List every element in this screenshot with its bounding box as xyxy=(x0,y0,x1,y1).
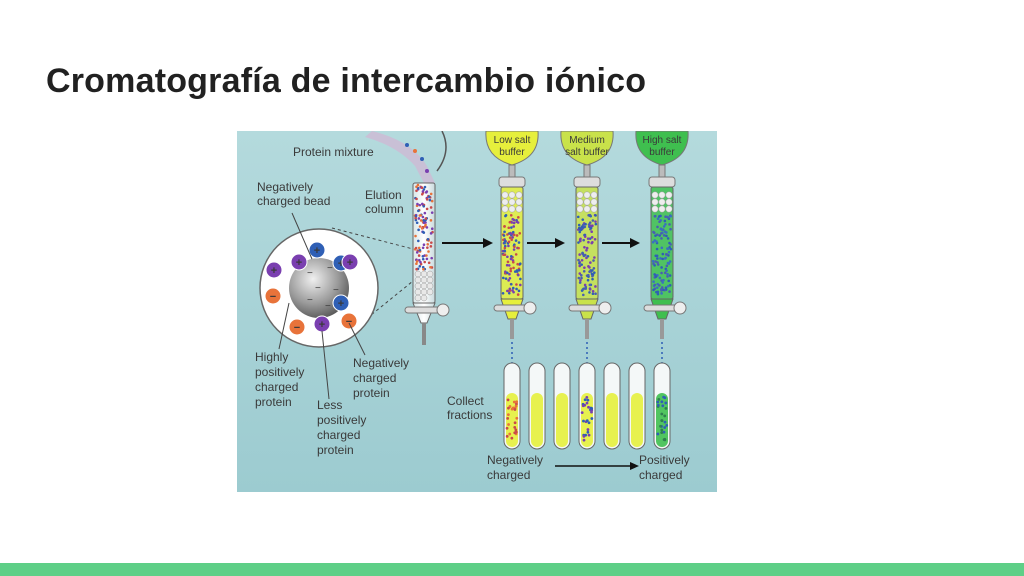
label-positively-charged: Positively charged xyxy=(639,453,693,482)
elution-column xyxy=(404,182,450,345)
protein-mixture-pour xyxy=(365,131,447,185)
svg-text:+: + xyxy=(347,257,353,269)
protein-molecule: + xyxy=(332,294,350,312)
protein-molecule: + xyxy=(313,315,331,333)
protein-molecule: + xyxy=(308,241,326,259)
process-arrows xyxy=(442,238,640,248)
slide-title: Cromatografía de intercambio iónico xyxy=(46,62,647,100)
svg-text:+: + xyxy=(296,257,302,269)
fraction-tube xyxy=(628,362,646,450)
ion-exchange-diagram: Protein mixture Elution column −−−−−− ++… xyxy=(237,131,717,492)
label-negatively-charged-bead: Negatively charged bead xyxy=(257,180,330,208)
bead-minus-sign: − xyxy=(325,301,331,312)
svg-text:−: − xyxy=(346,316,352,328)
label-collect-fractions: Collect fractions xyxy=(447,394,492,422)
bead-magnified-view: −−−−−− +++++−+−−+ xyxy=(259,227,414,348)
svg-text:−: − xyxy=(294,322,300,334)
svg-text:+: + xyxy=(338,298,344,310)
protein-molecule: − xyxy=(340,312,358,330)
bead-minus-sign: − xyxy=(307,295,313,306)
svg-text:−: − xyxy=(270,291,276,303)
fraction-tube xyxy=(553,362,571,450)
svg-text:+: + xyxy=(319,319,325,331)
protein-molecule: + xyxy=(290,253,308,271)
bead-minus-sign: − xyxy=(327,263,333,274)
bead-minus-sign: − xyxy=(315,283,321,294)
fraction-tube xyxy=(528,362,546,450)
label-elution-column: Elution column xyxy=(365,188,405,216)
fraction-tube xyxy=(578,362,596,450)
protein-molecule: + xyxy=(265,261,283,279)
fraction-tube xyxy=(653,362,671,450)
label-negatively-charged-protein: Negatively charged protein xyxy=(353,356,412,400)
svg-text:+: + xyxy=(338,258,344,270)
bead-minus-sign: − xyxy=(307,268,313,279)
protein-molecule: − xyxy=(264,287,282,305)
label-protein-mixture: Protein mixture xyxy=(293,145,374,159)
svg-text:+: + xyxy=(271,265,277,277)
label-highly-positively-charged-protein: Highly positively charged protein xyxy=(255,350,308,409)
fraction-tube xyxy=(503,362,521,450)
label-less-positively-charged-protein: Less positively charged protein xyxy=(317,398,370,457)
bottom-accent-bar xyxy=(0,563,1024,576)
bead-minus-sign: − xyxy=(333,285,339,296)
protein-molecule: − xyxy=(288,318,306,336)
protein-molecule: + xyxy=(341,253,359,271)
svg-text:+: + xyxy=(314,245,320,257)
label-negatively-charged: Negatively charged xyxy=(487,453,546,482)
fraction-tube xyxy=(603,362,621,450)
